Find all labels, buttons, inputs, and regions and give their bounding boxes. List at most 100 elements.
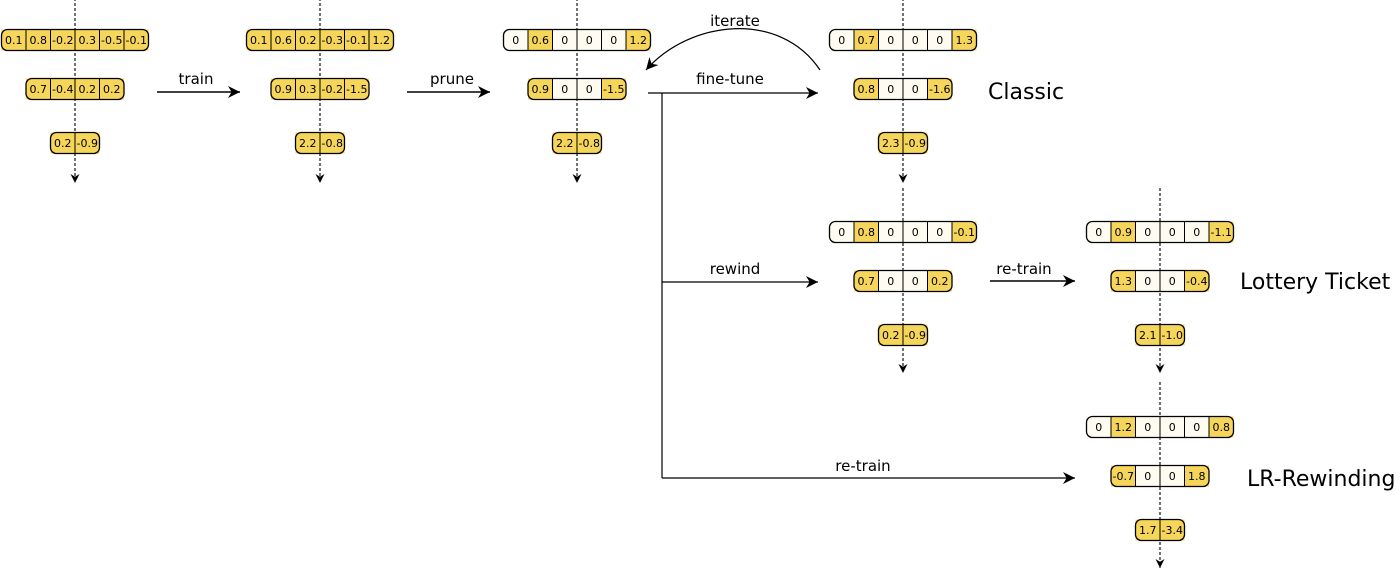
weight-cell bbox=[1086, 221, 1111, 243]
weight-cell bbox=[952, 29, 977, 51]
layer-outline bbox=[877, 323, 929, 347]
layer-outline bbox=[877, 131, 929, 155]
weight-value: 0.7 bbox=[858, 34, 876, 47]
weight-value: 0.8 bbox=[858, 83, 876, 96]
weight-cell bbox=[927, 78, 952, 100]
weight-value: 0.2 bbox=[103, 83, 121, 96]
layer-outline bbox=[0, 28, 150, 52]
layer-outline bbox=[1110, 464, 1210, 488]
weight-value: 0 bbox=[1095, 226, 1102, 239]
weight-cell bbox=[75, 29, 100, 51]
weight-value: -0.8 bbox=[579, 137, 600, 150]
weight-value: -0.9 bbox=[77, 137, 98, 150]
weight-cell bbox=[1160, 519, 1185, 541]
weight-cell bbox=[878, 270, 903, 292]
weight-cell bbox=[878, 324, 903, 346]
weight-cell bbox=[552, 132, 577, 154]
weight-cell bbox=[903, 324, 928, 346]
weight-value: 0.2 bbox=[882, 329, 900, 342]
train-label: train bbox=[179, 70, 214, 88]
rewind-label: rewind bbox=[710, 260, 761, 278]
classic-method-label: Classic bbox=[988, 80, 1064, 105]
retrain-lottery-label: re-train bbox=[996, 260, 1051, 278]
weight-cell bbox=[903, 221, 928, 243]
weight-value: 0 bbox=[887, 226, 894, 239]
weight-value: 1.2 bbox=[373, 34, 391, 47]
weight-cell bbox=[1160, 465, 1185, 487]
weight-cell bbox=[927, 270, 952, 292]
weight-value: 0 bbox=[561, 34, 568, 47]
weight-value: 0.6 bbox=[532, 34, 550, 47]
weight-cell bbox=[99, 78, 124, 100]
weight-cell bbox=[1111, 465, 1136, 487]
layer-row: 2.3 -0.9 bbox=[877, 131, 929, 155]
weight-cell bbox=[1135, 519, 1160, 541]
weight-value: 0.9 bbox=[532, 83, 550, 96]
weight-value: 0.3 bbox=[299, 83, 317, 96]
weight-value: -0.4 bbox=[1186, 275, 1207, 288]
weight-value: 0.1 bbox=[5, 34, 23, 47]
weight-value: 0.7 bbox=[30, 83, 48, 96]
weight-value: 0 bbox=[887, 275, 894, 288]
weight-value: 0.7 bbox=[858, 275, 876, 288]
weight-value: 2.3 bbox=[882, 137, 900, 150]
weight-cell bbox=[99, 29, 124, 51]
weight-cell bbox=[295, 29, 320, 51]
weight-cell bbox=[878, 132, 903, 154]
weight-value: -1.0 bbox=[1162, 329, 1183, 342]
weight-value: -3.4 bbox=[1162, 524, 1183, 537]
weight-cell bbox=[854, 221, 879, 243]
weight-cell bbox=[271, 78, 296, 100]
weight-cell bbox=[552, 78, 577, 100]
weight-cell bbox=[1209, 416, 1234, 438]
weight-cell bbox=[903, 29, 928, 51]
weight-cell bbox=[1160, 416, 1185, 438]
weight-cell bbox=[577, 78, 602, 100]
layer-outline bbox=[294, 131, 346, 155]
weight-value: 1.7 bbox=[1139, 524, 1157, 537]
weight-value: -0.9 bbox=[905, 137, 926, 150]
weight-value: 0 bbox=[1169, 275, 1176, 288]
weight-value: -0.2 bbox=[52, 34, 73, 47]
weight-value: 1.2 bbox=[1115, 421, 1133, 434]
weight-value: 0 bbox=[1095, 421, 1102, 434]
layer-outline bbox=[270, 77, 370, 101]
weight-cell bbox=[1111, 221, 1136, 243]
weight-cell bbox=[601, 78, 626, 100]
weight-value: 0 bbox=[1193, 226, 1200, 239]
weight-cell bbox=[75, 78, 100, 100]
weight-value: 0 bbox=[912, 83, 919, 96]
layer-outline bbox=[25, 77, 125, 101]
layer-outline bbox=[828, 28, 978, 52]
weight-cell bbox=[528, 29, 553, 51]
weight-value: 0 bbox=[912, 34, 919, 47]
weight-value: -1.6 bbox=[929, 83, 950, 96]
weight-cell bbox=[528, 78, 553, 100]
weight-value: 0.8 bbox=[858, 226, 876, 239]
weight-cell bbox=[552, 29, 577, 51]
weight-cell bbox=[1184, 270, 1209, 292]
weight-cell bbox=[903, 132, 928, 154]
lr-rewinding-method-label: LR-Rewinding bbox=[1247, 467, 1395, 492]
weight-cell bbox=[246, 29, 271, 51]
weight-cell bbox=[295, 78, 320, 100]
layer-outline bbox=[49, 131, 101, 155]
weight-value: 0 bbox=[1144, 470, 1151, 483]
weight-cell bbox=[1135, 465, 1160, 487]
weight-value: 0 bbox=[838, 226, 845, 239]
weight-value: 0.2 bbox=[54, 137, 72, 150]
weight-cell bbox=[1160, 324, 1185, 346]
layer-outline bbox=[1110, 269, 1210, 293]
weight-value: -0.4 bbox=[52, 83, 73, 96]
weight-value: 0 bbox=[1169, 421, 1176, 434]
weight-value: 0.9 bbox=[275, 83, 293, 96]
